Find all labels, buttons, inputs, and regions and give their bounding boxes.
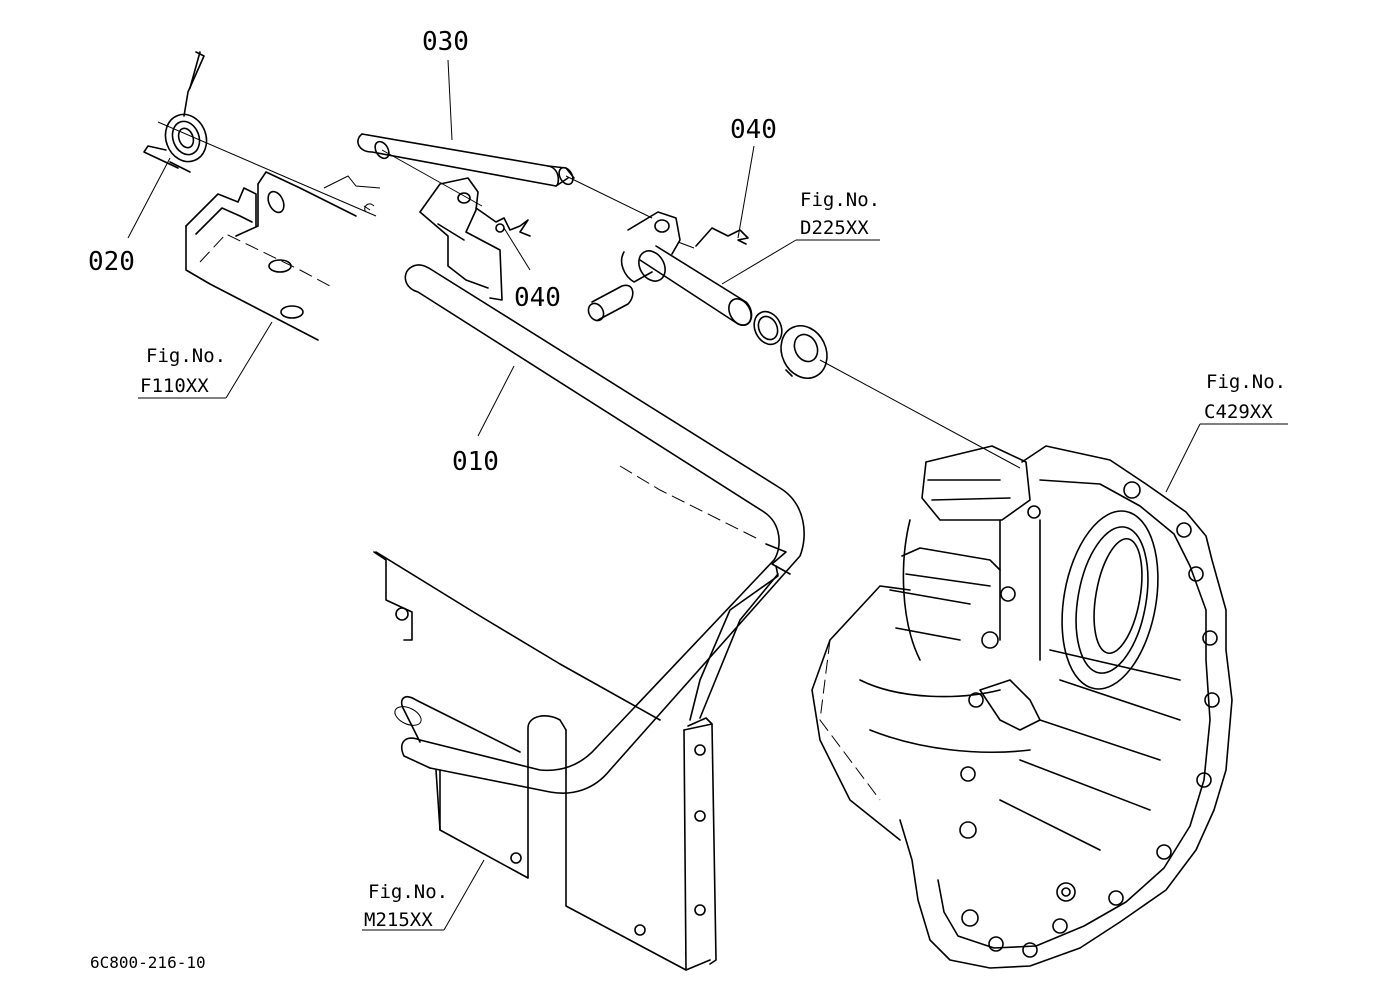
- ref-f110-label: Fig.No.: [146, 345, 226, 367]
- spring-020: [143, 51, 377, 217]
- ref-m215-code: M215XX: [364, 909, 433, 931]
- callout-010: 010: [452, 447, 499, 477]
- ref-c429-code: C429XX: [1204, 401, 1273, 423]
- pin-assembly-d225: [587, 211, 1021, 469]
- ref-c429-label: Fig.No.: [1206, 371, 1286, 393]
- housing-c429: [811, 445, 1233, 969]
- callout-020: 020: [88, 247, 135, 277]
- ref-m215-label: Fig.No.: [368, 881, 448, 903]
- bracket-m215: [373, 465, 779, 971]
- clip-040-left: [475, 207, 531, 237]
- bracket-f110: [185, 171, 381, 341]
- drawing-code: 6C800-216-10: [90, 953, 206, 972]
- callout-030: 030: [422, 27, 469, 57]
- ref-d225-code: D225XX: [800, 217, 869, 239]
- callout-040-right: 040: [730, 115, 777, 145]
- leader-lines: [127, 59, 1288, 931]
- ref-f110-code: F110XX: [140, 375, 209, 397]
- rod-010: [394, 177, 805, 794]
- callout-040-left: 040: [514, 283, 561, 313]
- ref-d225-label: Fig.No.: [800, 189, 880, 211]
- rod-030: [357, 133, 653, 219]
